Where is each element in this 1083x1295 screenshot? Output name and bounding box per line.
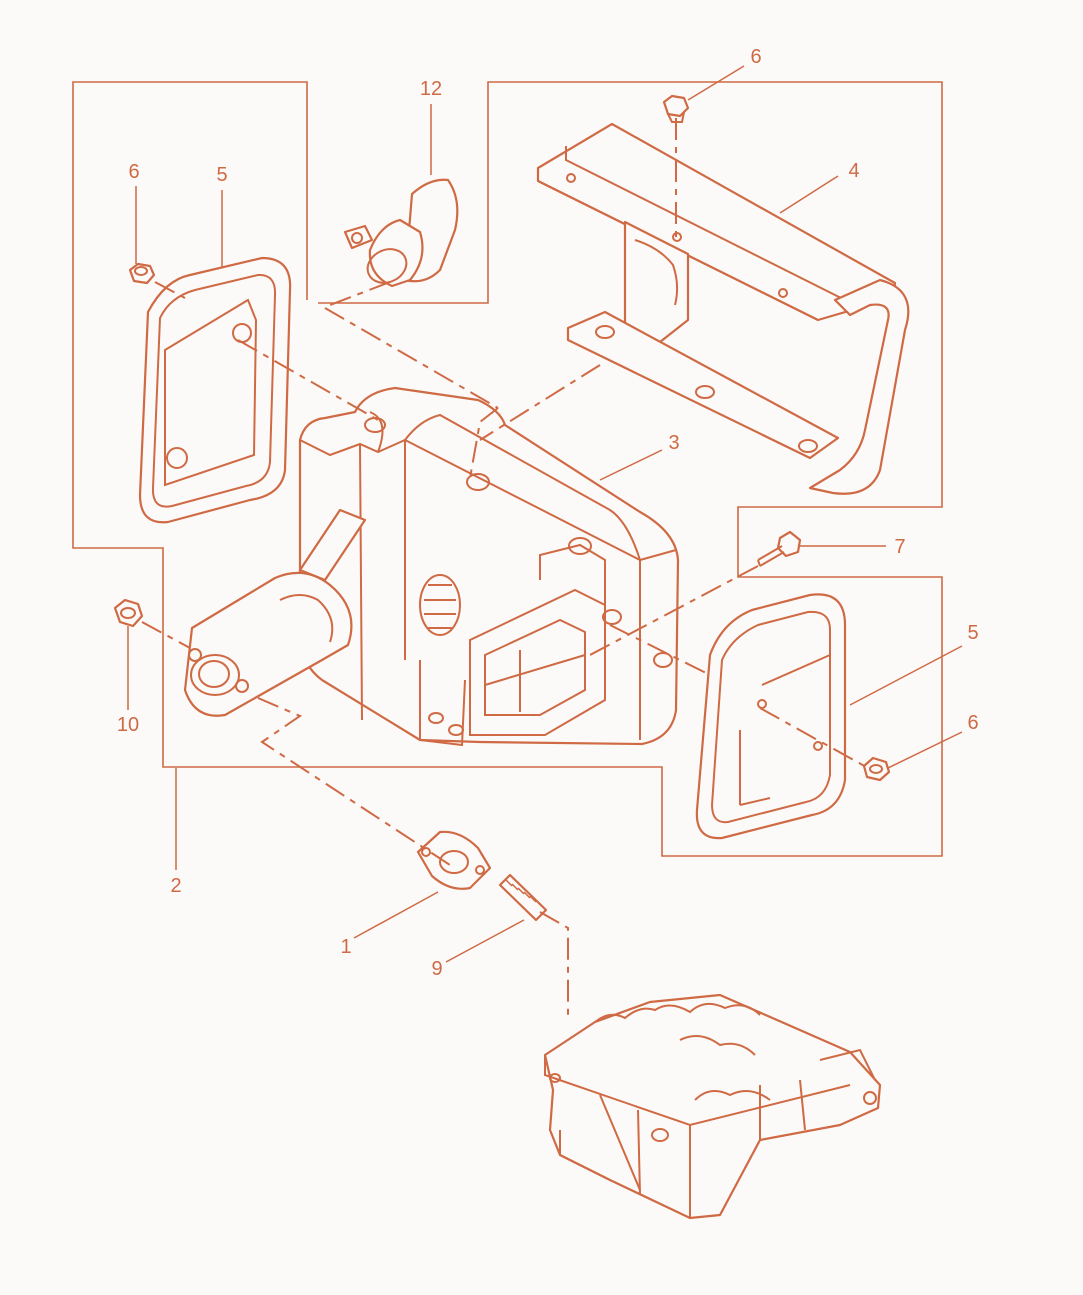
callout-3: 3 bbox=[668, 432, 679, 454]
frame-left-group bbox=[72, 81, 943, 857]
group-frame-lines bbox=[72, 81, 943, 857]
stud-9 bbox=[498, 873, 548, 922]
callout-4: 4 bbox=[848, 160, 859, 182]
callout-12: 12 bbox=[420, 78, 442, 100]
callout-2: 2 bbox=[170, 875, 181, 897]
nut-6-right bbox=[862, 756, 891, 782]
callout-1: 1 bbox=[340, 936, 351, 958]
callout-5-left: 5 bbox=[216, 164, 227, 186]
fasteners bbox=[113, 94, 891, 922]
part-elbow-pipe bbox=[343, 178, 459, 288]
part-muffler-body bbox=[183, 386, 680, 747]
part-engine-block bbox=[543, 993, 882, 1220]
part-cover-right bbox=[695, 593, 847, 840]
callout-5-right: 5 bbox=[967, 622, 978, 644]
bolt-6-top bbox=[662, 94, 690, 123]
callout-10: 10 bbox=[117, 714, 139, 736]
gasket-1 bbox=[416, 830, 492, 890]
callout-6-left: 6 bbox=[128, 161, 139, 183]
part-bracket-shield bbox=[536, 122, 910, 495]
assembly-lines bbox=[141, 118, 869, 1018]
part-gasket-left bbox=[138, 256, 292, 524]
leader-lines bbox=[127, 65, 963, 963]
nut-10 bbox=[113, 598, 144, 628]
callout-9: 9 bbox=[431, 958, 442, 980]
callouts: 12 6 6 5 4 3 7 5 6 10 2 1 9 bbox=[117, 46, 979, 980]
callout-7: 7 bbox=[894, 536, 905, 558]
bolt-7 bbox=[757, 530, 802, 567]
callout-6-top: 6 bbox=[750, 46, 761, 68]
callout-6-right: 6 bbox=[967, 712, 978, 734]
nut-6-left bbox=[128, 262, 156, 285]
